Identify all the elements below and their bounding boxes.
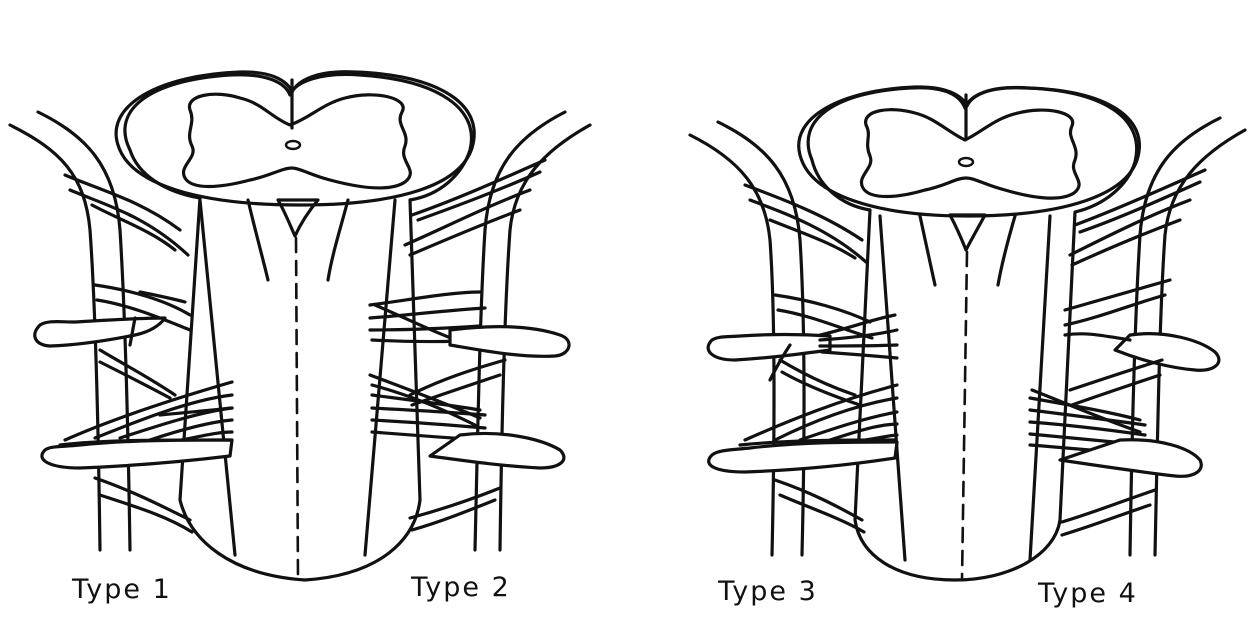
left-cord-side-l [200, 200, 235, 555]
label-type-4: Type 4 [1038, 578, 1138, 609]
label-type-1: Type 1 [72, 574, 172, 605]
left-central-canal [286, 141, 300, 149]
right-midline-dashed [962, 252, 967, 580]
label-type-3: Type 3 [718, 576, 818, 607]
right-inner-column-l [920, 216, 935, 285]
label-type-2: Type 2 [411, 572, 511, 603]
type1-nerve-roots [10, 112, 232, 550]
left-midline-dashed [296, 238, 298, 580]
right-inner-column-r [998, 216, 1015, 285]
right-cord-side-r [1030, 216, 1050, 560]
right-central-canal [959, 158, 973, 166]
type2-nerve-roots [370, 112, 590, 550]
left-inner-column-l [248, 200, 268, 280]
type3-nerve-roots [690, 122, 897, 555]
left-cross-section [116, 72, 474, 205]
right-posterior-notch [950, 215, 985, 250]
right-gray-matter [861, 110, 1079, 198]
left-inner-column-r [328, 200, 348, 280]
right-cross-section [799, 87, 1140, 216]
